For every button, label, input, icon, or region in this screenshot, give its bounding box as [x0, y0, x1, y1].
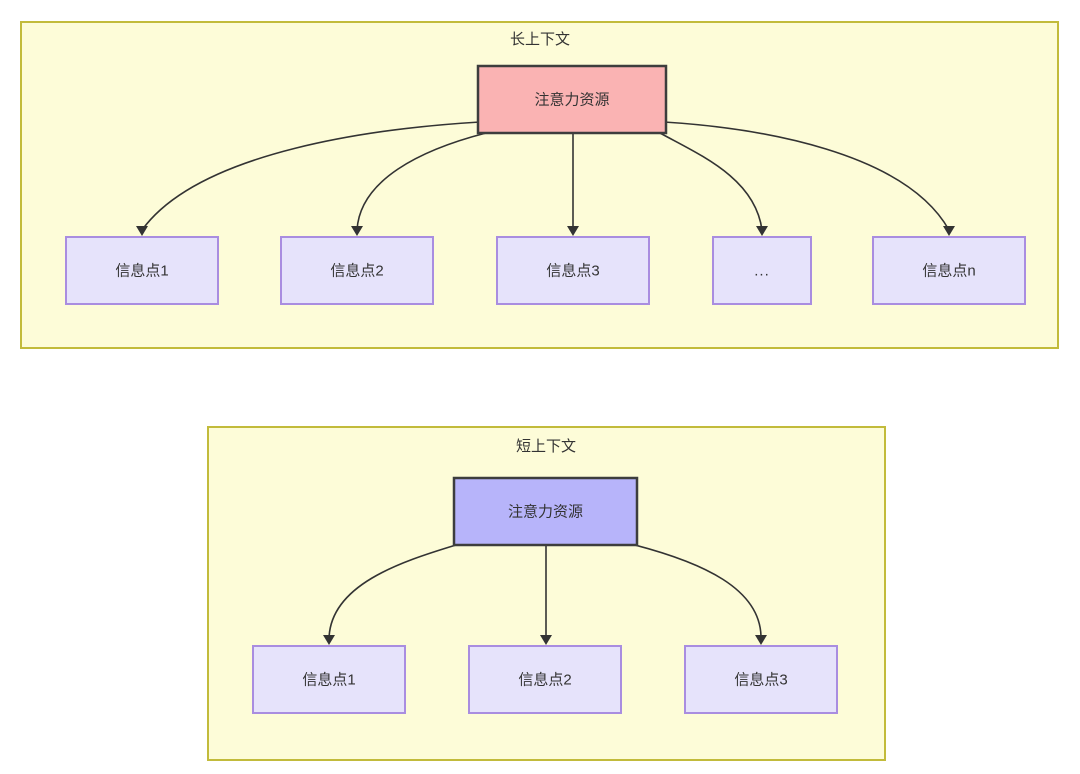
arrowhead-long-context-1: [351, 226, 363, 236]
info-node-label-long-context-1: 信息点2: [330, 262, 383, 279]
info-node-label-long-context-3: ...: [754, 262, 770, 279]
info-node-long-context-2[interactable]: [496, 236, 650, 305]
arrowhead-short-context-2: [755, 635, 767, 645]
info-node-label-long-context-0: 信息点1: [115, 262, 168, 279]
edge-short-context-0: [328, 544, 457, 640]
info-node-short-context-1[interactable]: [468, 645, 622, 714]
info-node-label-short-context-0: 信息点1: [302, 671, 355, 688]
edge-long-context-0: [141, 121, 481, 231]
edge-long-context-4: [663, 121, 950, 231]
info-node-short-context-2[interactable]: [684, 645, 838, 714]
arrowhead-long-context-3: [756, 226, 768, 236]
info-node-label-long-context-4: 信息点n: [922, 262, 975, 279]
info-node-long-context-1[interactable]: [280, 236, 434, 305]
edge-long-context-1: [356, 132, 487, 231]
info-node-long-context-0[interactable]: [65, 236, 219, 305]
panel-title-long-context: 长上下文: [510, 31, 570, 48]
root-node-long-context[interactable]: [476, 64, 668, 135]
info-node-long-context-3[interactable]: [712, 236, 812, 305]
info-node-label-long-context-2: 信息点3: [546, 262, 599, 279]
info-node-short-context-0[interactable]: [252, 645, 406, 714]
edge-long-context-3: [659, 132, 763, 231]
edge-short-context-2: [634, 544, 762, 640]
arrowhead-short-context-0: [323, 635, 335, 645]
root-node-label-short-context: 注意力资源: [508, 502, 583, 520]
info-node-label-short-context-2: 信息点3: [734, 671, 787, 688]
panel-title-short-context: 短上下文: [516, 438, 576, 455]
arrowhead-long-context-2: [567, 226, 579, 236]
arrowhead-long-context-4: [943, 226, 955, 236]
root-node-short-context[interactable]: [452, 476, 639, 547]
arrowhead-long-context-0: [136, 226, 148, 236]
root-node-label-long-context: 注意力资源: [534, 90, 609, 108]
info-node-label-short-context-1: 信息点2: [518, 671, 571, 688]
info-node-long-context-4[interactable]: [872, 236, 1026, 305]
arrowhead-short-context-1: [540, 635, 552, 645]
